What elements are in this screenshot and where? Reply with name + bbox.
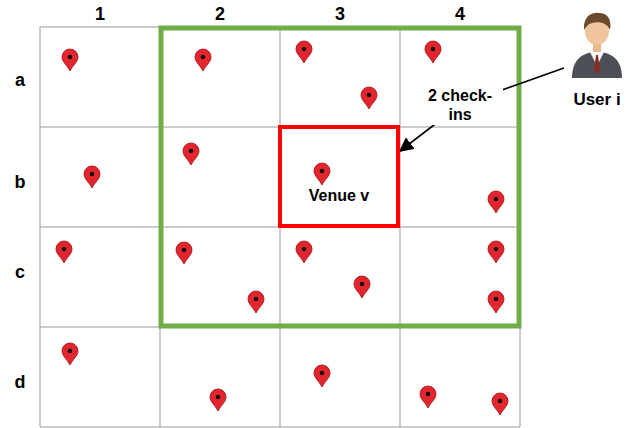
grid-header: 2: [215, 4, 225, 25]
venue-pin: [195, 49, 211, 71]
user-node: User i: [564, 2, 630, 114]
grid-header: c: [15, 262, 25, 283]
venue-pin: [488, 191, 504, 213]
venue-pin: [314, 365, 330, 387]
grid-header: 1: [95, 4, 105, 25]
venue-pin: [210, 389, 226, 411]
grid-header: b: [15, 172, 26, 193]
venue-pin: [84, 166, 100, 188]
grid-header: 4: [455, 4, 465, 25]
user-icon: [572, 13, 622, 78]
venue-pin: [248, 291, 264, 313]
grid-header: d: [15, 372, 26, 393]
venue-pins: [56, 41, 508, 415]
venue-pin: [296, 241, 312, 263]
venue-pin: [488, 241, 504, 263]
venue-pin: [488, 291, 504, 313]
grid-header: a: [15, 70, 25, 91]
neighbourhood-region: [161, 28, 519, 326]
venue-pin: [314, 163, 330, 185]
venue-pin: [425, 41, 441, 63]
venue-pin: [183, 143, 199, 165]
node-label: Venue v: [309, 187, 369, 205]
venue-pin: [56, 241, 72, 263]
venue-pin: [492, 393, 508, 415]
grid-lines: [40, 27, 520, 427]
venue-pin: [354, 276, 370, 298]
venue-box: Venue v: [278, 125, 400, 228]
node-label: User i: [573, 90, 620, 110]
venue-pin: [62, 343, 78, 365]
edge-label: 2 check-ins: [417, 85, 503, 125]
venue-pin: [296, 41, 312, 63]
checkin-arrow: [400, 68, 564, 151]
grid-header: 3: [335, 4, 345, 25]
venue-pin: [176, 242, 192, 264]
venue-pin: [361, 87, 377, 109]
venue-pin: [62, 49, 78, 71]
venue-pin: [420, 386, 436, 408]
